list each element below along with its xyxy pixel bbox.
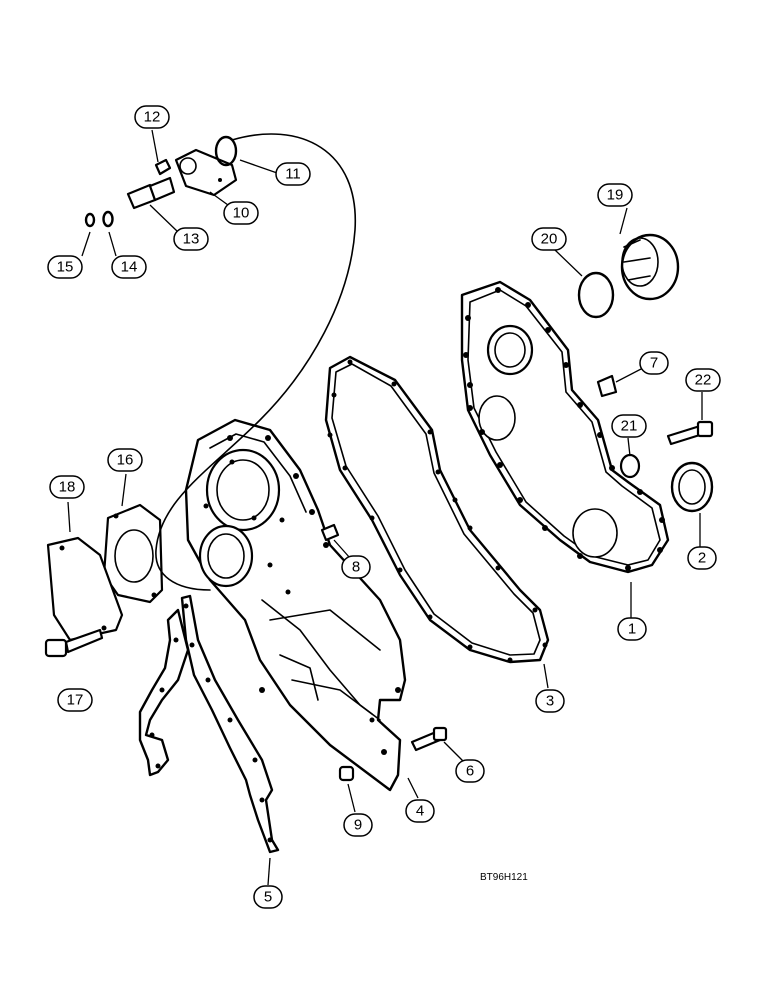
callout-20: 20: [531, 227, 567, 251]
leader-lines: [67, 129, 703, 886]
callout-5: 5: [253, 885, 283, 909]
part-14-o-ring: [102, 210, 114, 228]
svg-text:8: 8: [352, 559, 360, 576]
callout-18: 18: [49, 475, 85, 499]
svg-text:7: 7: [650, 355, 658, 372]
callout-19: 19: [597, 183, 633, 207]
svg-text:19: 19: [607, 187, 624, 204]
svg-text:16: 16: [117, 452, 134, 469]
svg-text:10: 10: [233, 205, 250, 222]
callout-4: 4: [405, 799, 435, 823]
svg-text:5: 5: [264, 889, 272, 906]
part-3-gasket: [324, 355, 550, 664]
part-1-front-cover: [460, 280, 670, 574]
part-10-elbow-fitting: [174, 148, 238, 197]
figure-code: BT96H121: [480, 872, 528, 883]
svg-text:22: 22: [695, 372, 712, 389]
part-4-gear-housing: [184, 418, 407, 792]
part-21-plug: [619, 453, 641, 479]
part-19-seal: [620, 233, 680, 301]
svg-text:6: 6: [466, 763, 474, 780]
part-12-screw: [154, 158, 172, 176]
part-8-screw: [320, 523, 340, 542]
svg-text:1: 1: [628, 621, 636, 638]
callout-1: 1: [617, 617, 647, 641]
svg-text:4: 4: [416, 803, 424, 820]
svg-text:9: 9: [354, 817, 362, 834]
callout-8: 8: [341, 555, 371, 579]
callout-17: 17: [57, 688, 93, 712]
part-7-screw: [596, 374, 618, 398]
callout-12: 12: [134, 105, 170, 129]
callout-22: 22: [685, 368, 721, 392]
part-15-o-ring: [84, 212, 96, 228]
svg-text:12: 12: [144, 109, 161, 126]
svg-text:2: 2: [698, 550, 706, 567]
callout-6: 6: [455, 759, 485, 783]
part-2-oil-seal: [670, 461, 714, 513]
svg-text:21: 21: [621, 418, 638, 435]
callout-9: 9: [343, 813, 373, 837]
part-6-bolt: [410, 726, 448, 752]
part-17-bolt: [44, 628, 104, 658]
part-20-ring: [577, 271, 615, 319]
svg-text:14: 14: [121, 259, 138, 276]
svg-text:17: 17: [67, 692, 84, 709]
part-22-bolt: [666, 420, 714, 446]
svg-text:3: 3: [546, 693, 554, 710]
svg-text:13: 13: [183, 231, 200, 248]
part-18-cover-plate: [46, 536, 124, 642]
callout-10: 10: [223, 201, 259, 225]
part-13-fitting: [126, 176, 176, 210]
callout-11: 11: [275, 162, 311, 186]
callout-2: 2: [687, 546, 717, 570]
svg-text:15: 15: [57, 259, 74, 276]
callout-16: 16: [107, 448, 143, 472]
callout-21: 21: [611, 414, 647, 438]
svg-text:18: 18: [59, 479, 76, 496]
callout-7: 7: [639, 351, 669, 375]
callout-13: 13: [173, 227, 209, 251]
part-11-o-ring: [214, 135, 238, 167]
callout-15: 15: [47, 255, 83, 279]
callout-14: 14: [111, 255, 147, 279]
part-5-housing-gasket: [138, 594, 280, 854]
callout-3: 3: [535, 689, 565, 713]
svg-text:11: 11: [285, 166, 301, 183]
svg-text:20: 20: [541, 231, 558, 248]
part-9-dowel: [338, 765, 355, 782]
hose-loop: [155, 133, 356, 591]
